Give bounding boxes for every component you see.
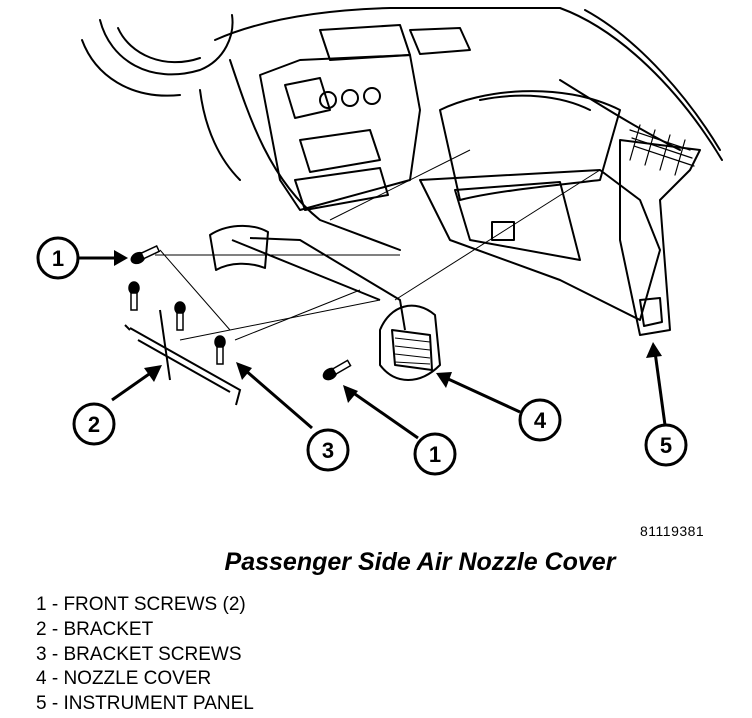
figure-id: 81119381 [640, 523, 705, 539]
nozzle-cover-drawing [209, 224, 441, 381]
front-screw-lower-icon [322, 359, 352, 381]
legend-item: 2 - BRACKET [36, 618, 154, 640]
legend-item: 5 - INSTRUMENT PANEL [36, 693, 254, 715]
legend-item: 4 - NOZZLE COVER [36, 668, 212, 690]
callout-5: 5 [644, 423, 688, 467]
exploded-view-illustration: 1 2 3 1 4 5 [36, 7, 723, 476]
callout-arrows [78, 250, 667, 440]
callout-1-lower: 1 [413, 432, 457, 476]
callout-2-label: 2 [88, 412, 100, 437]
callout-4: 4 [518, 398, 562, 442]
callout-1-upper: 1 [36, 236, 80, 280]
bracket-drawing [124, 309, 242, 406]
figure-caption: Passenger Side Air Nozzle Cover [224, 548, 616, 576]
callout-2: 2 [72, 402, 116, 446]
instrument-panel-drawing [81, 7, 723, 336]
alignment-lines [155, 149, 601, 341]
callout-3-label: 3 [322, 438, 334, 463]
front-screw-upper-icon [130, 244, 161, 265]
parts-legend: 1 - FRONT SCREWS (2) 2 - BRACKET 3 - BRA… [36, 593, 254, 717]
bracket-screw-left-icon [128, 281, 140, 311]
callout-1-lower-label: 1 [429, 442, 441, 467]
callout-5-label: 5 [660, 433, 672, 458]
callout-1-upper-label: 1 [52, 246, 64, 271]
legend-item: 3 - BRACKET SCREWS [36, 643, 242, 665]
callout-4-label: 4 [534, 408, 547, 433]
bracket-screw-right-icon [214, 335, 226, 365]
legend-item: 1 - FRONT SCREWS (2) [36, 594, 246, 615]
callout-3: 3 [306, 428, 350, 472]
callout-markers: 1 2 3 1 4 5 [36, 236, 688, 476]
screw-icons [128, 244, 352, 381]
bracket-screw-middle-icon [174, 301, 186, 331]
